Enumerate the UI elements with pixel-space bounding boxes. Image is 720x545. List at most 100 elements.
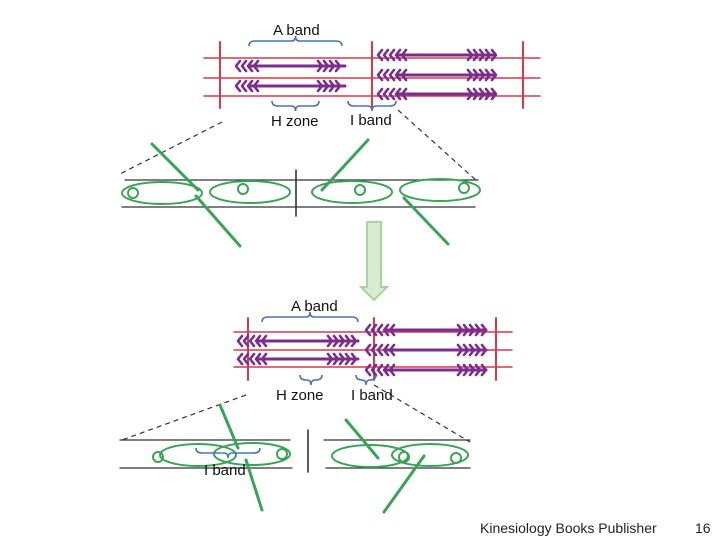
myosin-tail [320,138,370,192]
myosin-head [316,59,324,73]
myosin-head [484,48,492,62]
myosin-head [484,87,492,101]
zoom-guide-line [117,121,223,176]
i-band-label-top: I band [350,112,392,129]
myosin-head [322,59,330,73]
myosin-head [382,87,390,101]
a-band-brace-top [248,35,343,47]
h-zone-brace-bottom [299,374,323,386]
myosin-head [478,48,486,62]
myosin-head [364,323,372,337]
myosin-head [388,343,396,357]
myosin-head-tip [354,184,366,196]
zoom-guide-line [121,394,247,441]
myosin-heads-right [316,59,342,73]
myosin-head [382,68,390,82]
myosin-heads-right [466,48,498,62]
myosin-head-zoom [311,180,393,204]
myosin-head [370,343,378,357]
myosin-head [234,79,242,93]
myosin-head-zoom [213,442,291,466]
myosin-head [382,323,390,337]
myosin-head-zoom [121,181,203,205]
myosin-head [240,79,248,93]
myosin-head [394,87,402,101]
myosin-heads-left [234,59,260,73]
myosin-head [388,68,396,82]
myosin-head [480,343,488,357]
myosin-head [252,59,260,73]
myosin-head [456,343,464,357]
myosin-heads-left [364,363,396,377]
h-zone-brace-top [271,100,320,112]
i-band-label-bottom: I band [351,387,393,404]
myosin-head [370,363,378,377]
myosin-tail [344,418,380,460]
zoom-guide-line [373,384,471,443]
myosin-head [382,343,390,357]
myosin-heads-right [456,363,488,377]
myosin-head [388,363,396,377]
myosin-head-tip [152,451,164,463]
myosin-heads-right [456,323,488,337]
myosin-head-zoom [209,180,291,204]
myosin-head [242,334,250,348]
myosin-head [344,334,352,348]
myosin-head [474,323,482,337]
myosin-head [466,48,474,62]
myosin-head [248,352,256,366]
myosin-head [462,323,470,337]
myosin-head [490,87,498,101]
myosin-heads-right [466,68,498,82]
myosin-head [334,59,342,73]
myosin-head [480,323,488,337]
myosin-head [316,79,324,93]
myosin-head [236,334,244,348]
myosin-head [462,363,470,377]
a-band-label-bottom: A band [291,298,338,315]
myosin-head [394,48,402,62]
myosin-head [376,323,384,337]
myosin-heads-left [234,79,260,93]
myosin-head-tip [398,451,410,463]
myosin-head [376,363,384,377]
myosin-heads-right [326,334,358,348]
myosin-heads-right [326,352,358,366]
myosin-head [242,352,250,366]
myosin-head [466,87,474,101]
myosin-head [350,352,358,366]
myosin-head [376,48,384,62]
myosin-head [344,352,352,366]
myosin-heads-right [456,343,488,357]
myosin-head [376,68,384,82]
i-band-brace-top [347,100,397,112]
myosin-head [400,68,408,82]
myosin-head [370,323,378,337]
myosin-head [468,323,476,337]
myosin-head [236,352,244,366]
myosin-head [364,343,372,357]
myosin-heads-left [376,68,408,82]
myosin-heads-right [316,79,342,93]
myosin-head [246,79,254,93]
myosin-heads-left [376,87,408,101]
a-band-brace-bottom [261,311,359,323]
myosin-head [382,363,390,377]
myosin-head [456,363,464,377]
myosin-head [462,343,470,357]
i-band-brace-lower [195,447,261,459]
myosin-head [246,59,254,73]
myosin-head-tip [458,182,470,194]
myosin-tail [150,142,200,192]
myosin-head-zoom [399,178,481,202]
myosin-head [254,352,262,366]
myosin-head [472,48,480,62]
myosin-head [480,363,488,377]
myosin-tail [382,454,426,514]
page-number: 16 [695,520,711,536]
myosin-head [248,334,256,348]
h-zone-label-bottom: H zone [276,387,324,404]
myosin-head [400,87,408,101]
